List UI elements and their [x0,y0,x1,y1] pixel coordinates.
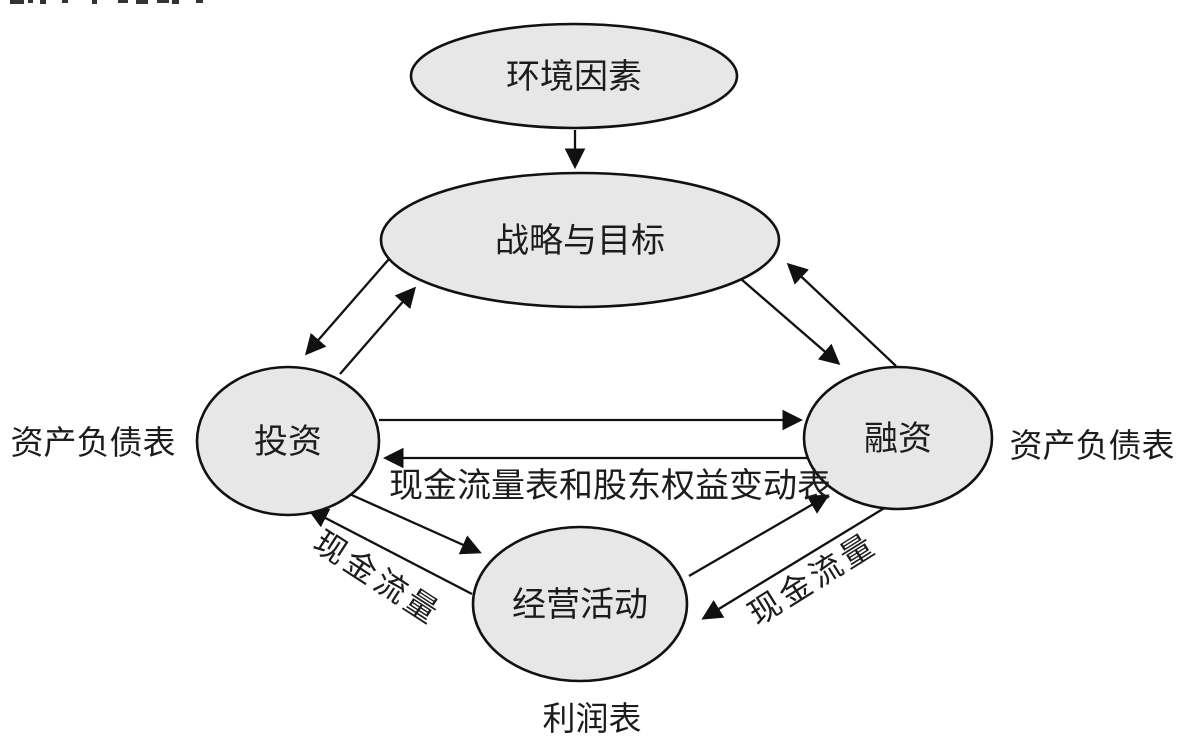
cash-flow-left-label: 现金流量 [307,524,447,633]
arrow-strategy-to-financing [740,278,841,366]
arrow-investment-to-operations [344,490,482,555]
cropped-text-fragments [10,0,203,4]
balance-sheet-left-label: 资产负债表 [11,425,176,462]
node-financing-label: 融资 [864,421,932,458]
arrow-financing-to-operations [701,503,892,620]
node-strategy-label: 战略与目标 [495,222,665,260]
arrow-financing-to-strategy [786,262,897,367]
node-environment-ellipse [409,22,739,130]
node-investment-label: 投资 [254,423,322,461]
arrow-operations-to-investment [307,508,473,596]
balance-sheet-right-label: 资产负债表 [1010,428,1175,465]
arrow-strategy-to-investment [304,258,390,356]
node-investment: 投资 [195,365,381,517]
node-strategy: 战略与目标 [379,171,781,309]
node-operations-ellipse [471,525,689,683]
node-operations: 经营活动 [471,525,689,683]
node-layer: 环境因素 战略与目标 投资 融资 经营活动 [195,22,994,683]
arrow-operations-to-financing [688,494,830,577]
node-environment-label: 环境因素 [506,58,642,96]
node-operations-label: 经营活动 [512,586,648,624]
cash-flow-and-equity-statement-label: 现金流量表和股东权益变动表 [389,467,831,505]
node-environment: 环境因素 [409,22,739,130]
cash-flow-right-label: 现金流量 [742,525,883,632]
arrow-investment-to-strategy [339,286,417,375]
node-investment-ellipse [195,365,381,517]
income-statement-label: 利润表 [543,701,642,738]
node-strategy-ellipse [379,171,781,309]
node-financing: 融资 [802,365,994,511]
arrow-layer [304,130,897,620]
node-financing-ellipse [802,365,994,511]
